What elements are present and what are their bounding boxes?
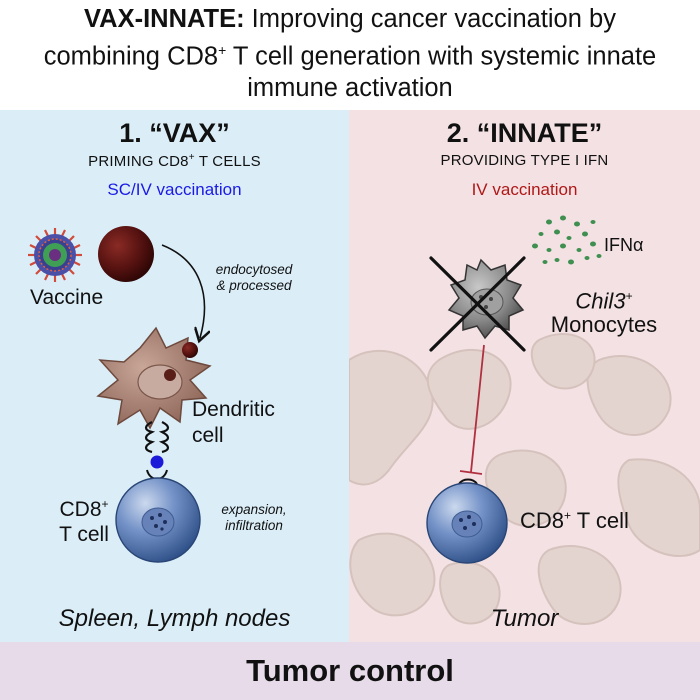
cd8-right-sup: +	[564, 508, 572, 523]
particle-icon	[98, 226, 154, 282]
title-text: Improving cancer vaccination by combinin…	[43, 5, 616, 71]
cd8-text: CD8	[59, 498, 102, 521]
innate-section-title: 2. “INNATE”	[446, 118, 603, 148]
t-cell-right-text: T cell	[571, 508, 629, 533]
ifn-alpha-dots	[532, 215, 602, 265]
innate-route: IV vaccination	[471, 180, 578, 199]
dendritic-cell-label: Dendritic cell	[192, 397, 275, 449]
cd8-sup: +	[101, 497, 109, 511]
ifn-alpha-label: IFNα	[604, 235, 644, 255]
vax-subtitle-sup: +	[188, 152, 195, 163]
vax-section-title: 1. “VAX”	[119, 118, 230, 148]
innate-panel	[349, 110, 700, 642]
endocytosed-line2: & processed	[216, 278, 292, 293]
page-title: VAX-INNATE: Improving cancer vaccination…	[30, 4, 670, 104]
cd8-t-cell-label-right: CD8+ T cell	[520, 508, 629, 534]
vax-subtitle-pre: PRIMING CD8	[88, 153, 189, 170]
dc-line2: cell	[192, 424, 224, 447]
tumor-tissue-background	[349, 333, 700, 625]
footer-banner: Tumor control	[0, 642, 700, 700]
receptor-icon	[144, 421, 170, 480]
t-cell-icon-right	[426, 478, 508, 564]
blocked-x-icon	[429, 256, 526, 352]
chil3-text: Chil3	[575, 288, 626, 314]
vax-diagram	[28, 226, 212, 563]
innate-site-label: Tumor	[490, 605, 559, 632]
dendritic-cell-icon	[96, 326, 212, 430]
nanoparticle-icon	[28, 228, 82, 282]
t-cell-text: T cell	[59, 523, 109, 546]
title-text-end: T cell generation with systemic innate i…	[226, 42, 657, 102]
endocytosed-line1: endocytosed	[215, 262, 293, 277]
vax-subtitle: PRIMING CD8+ T CELLS	[0, 152, 349, 170]
endocytosis-arrow	[161, 244, 204, 338]
endocytosed-label: endocytosed & processed	[204, 262, 304, 294]
vax-route: SC/IV vaccination	[107, 180, 242, 199]
innate-subtitle: PROVIDING TYPE I IFN	[440, 152, 609, 169]
innate-diagram	[426, 215, 602, 564]
vaccine-label: Vaccine	[30, 286, 104, 309]
monocytes-label: Chil3+ Monocytes	[534, 284, 674, 337]
expansion-line1: expansion,	[221, 502, 287, 517]
vax-subtitle-post: T CELLS	[194, 153, 261, 170]
title-bold: VAX-INNATE:	[84, 5, 245, 33]
tumor-control-label: Tumor control	[246, 653, 454, 688]
dc-line1: Dendritic	[192, 398, 275, 421]
cd8-t-cell-label: CD8+ T cell	[44, 492, 124, 547]
chil3-sup: +	[625, 289, 633, 303]
expansion-label: expansion, infiltration	[204, 502, 304, 534]
cd8-right-text: CD8	[520, 508, 565, 533]
t-cell-icon	[115, 477, 201, 563]
monocytes-text: Monocytes	[550, 312, 658, 338]
inhibition-arrow	[459, 344, 485, 475]
expansion-line2: infiltration	[225, 518, 283, 533]
title-sup: +	[218, 42, 227, 58]
header: VAX-INNATE: Improving cancer vaccination…	[0, 0, 700, 110]
vax-site-label: Spleen, Lymph nodes	[58, 605, 291, 632]
